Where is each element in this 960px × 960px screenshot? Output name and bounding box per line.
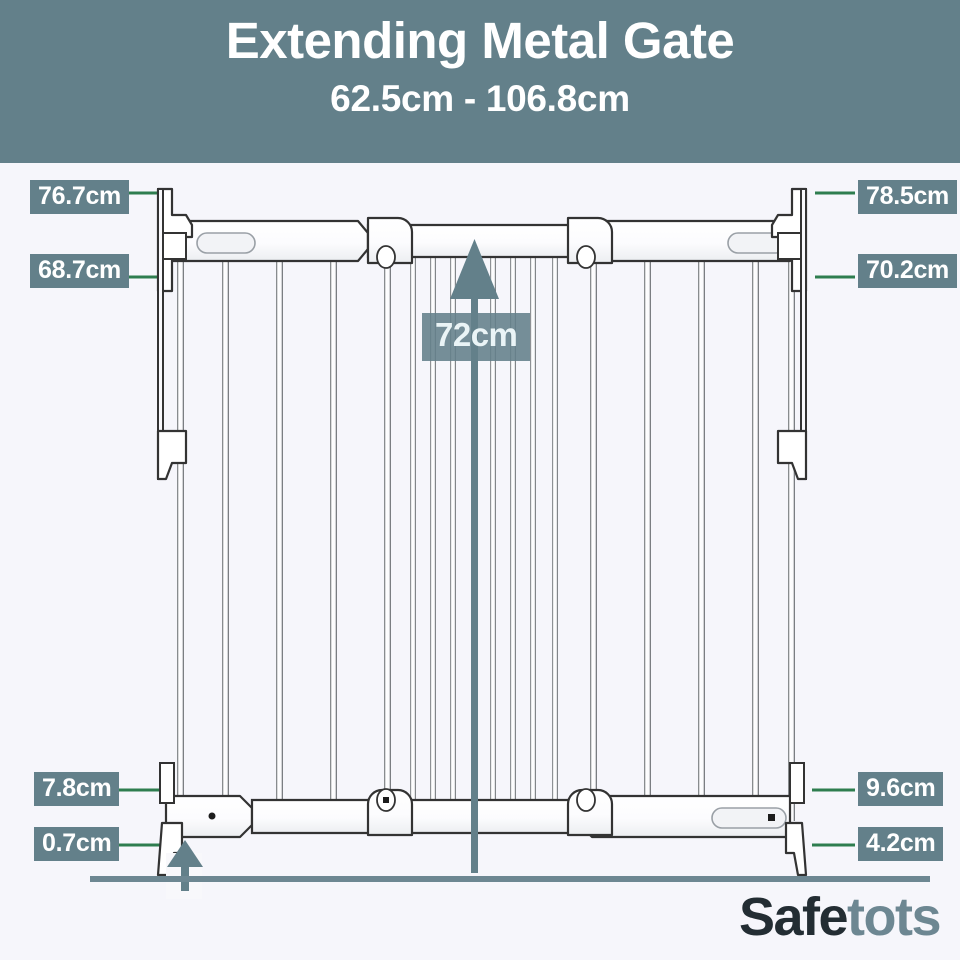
gate-vertical-bars: [177, 241, 795, 821]
safetots-logo: Safetots: [738, 887, 942, 947]
callout-center-height: 72cm: [422, 313, 531, 361]
page-title: Extending Metal Gate: [225, 12, 735, 69]
left-mounting-bracket: [156, 187, 194, 877]
callout-9: 9.6cm: [858, 772, 944, 806]
callout-0: 0.7cm: [34, 827, 120, 861]
page-subtitle: 62.5cm - 106.8cm: [330, 77, 630, 119]
gate-bottom-hinges: [366, 788, 614, 837]
callout-7: 7.8cm: [34, 772, 120, 806]
gate-technical-drawing: [118, 187, 855, 899]
top-rail-left-detail: [196, 232, 256, 254]
footer-divider: [90, 876, 930, 882]
callout-76: 76.7cm: [30, 180, 129, 214]
bottom-rail-left-screw: [208, 812, 216, 820]
callout-4: 4.2cm: [858, 827, 944, 861]
callout-70: 70.2cm: [858, 254, 957, 288]
bottom-rail-right-detail: [711, 807, 787, 829]
logo-text-tots: tots: [847, 887, 941, 947]
bottom-rail-right-screw: [768, 814, 775, 821]
callout-78: 78.5cm: [858, 180, 957, 214]
logo-text-safe: Safe: [738, 887, 849, 947]
page-header: Extending Metal Gate 62.5cm - 106.8cm: [0, 0, 960, 163]
gate-illustration: [0, 163, 960, 960]
right-mounting-bracket: [770, 187, 808, 877]
height-measurement-arrow: [450, 239, 499, 873]
callout-68: 68.7cm: [30, 254, 129, 288]
gate-top-hinges: [366, 216, 614, 269]
